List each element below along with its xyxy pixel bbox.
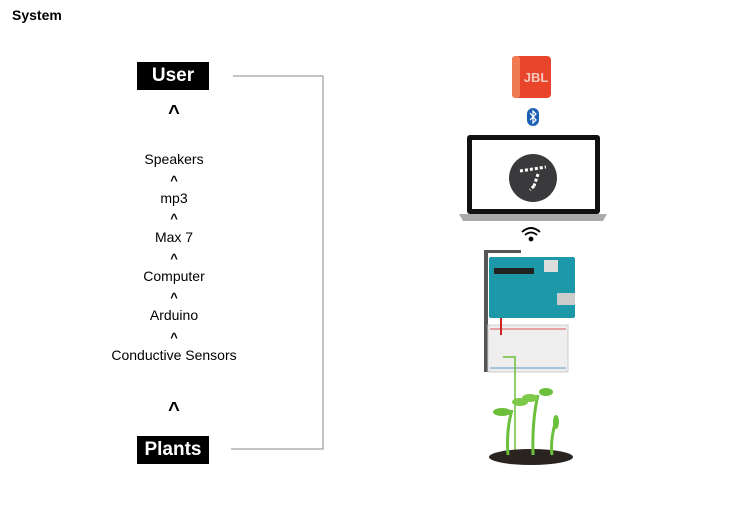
- plants-box: Plants: [137, 436, 209, 464]
- caret-arrow: ^: [170, 330, 178, 345]
- wifi-icon: [521, 227, 541, 242]
- arduino-board-icon: [484, 250, 575, 372]
- laptop-icon: [421, 135, 607, 221]
- chain-item-mp3: mp3: [160, 190, 188, 206]
- chain-item-computer: Computer: [143, 268, 205, 284]
- jbl-speaker-icon: JBL: [512, 56, 551, 98]
- caret-arrow: ^: [168, 102, 180, 124]
- plant-icon: [489, 388, 573, 465]
- chain-item-max7: Max 7: [154, 229, 194, 245]
- caret-arrow: ^: [170, 290, 178, 305]
- caret-arrow: ^: [170, 251, 178, 266]
- chain-item-arduino: Arduino: [149, 307, 199, 323]
- user-box: User: [137, 62, 209, 90]
- chain-item-conductive-sensors: Conductive Sensors: [111, 347, 237, 363]
- diagram-title: System: [12, 7, 62, 23]
- sensor-wire: [503, 356, 516, 450]
- caret-arrow: ^: [170, 173, 178, 188]
- bluetooth-icon: [527, 108, 539, 126]
- max7-logo-icon: [421, 169, 428, 172]
- svg-text:JBL: JBL: [524, 70, 549, 85]
- caret-arrow: ^: [168, 399, 180, 421]
- breadboard-icon: [487, 318, 569, 373]
- connector-line: [231, 75, 324, 450]
- caret-arrow: ^: [170, 211, 178, 226]
- chain-item-speakers: Speakers: [144, 151, 204, 167]
